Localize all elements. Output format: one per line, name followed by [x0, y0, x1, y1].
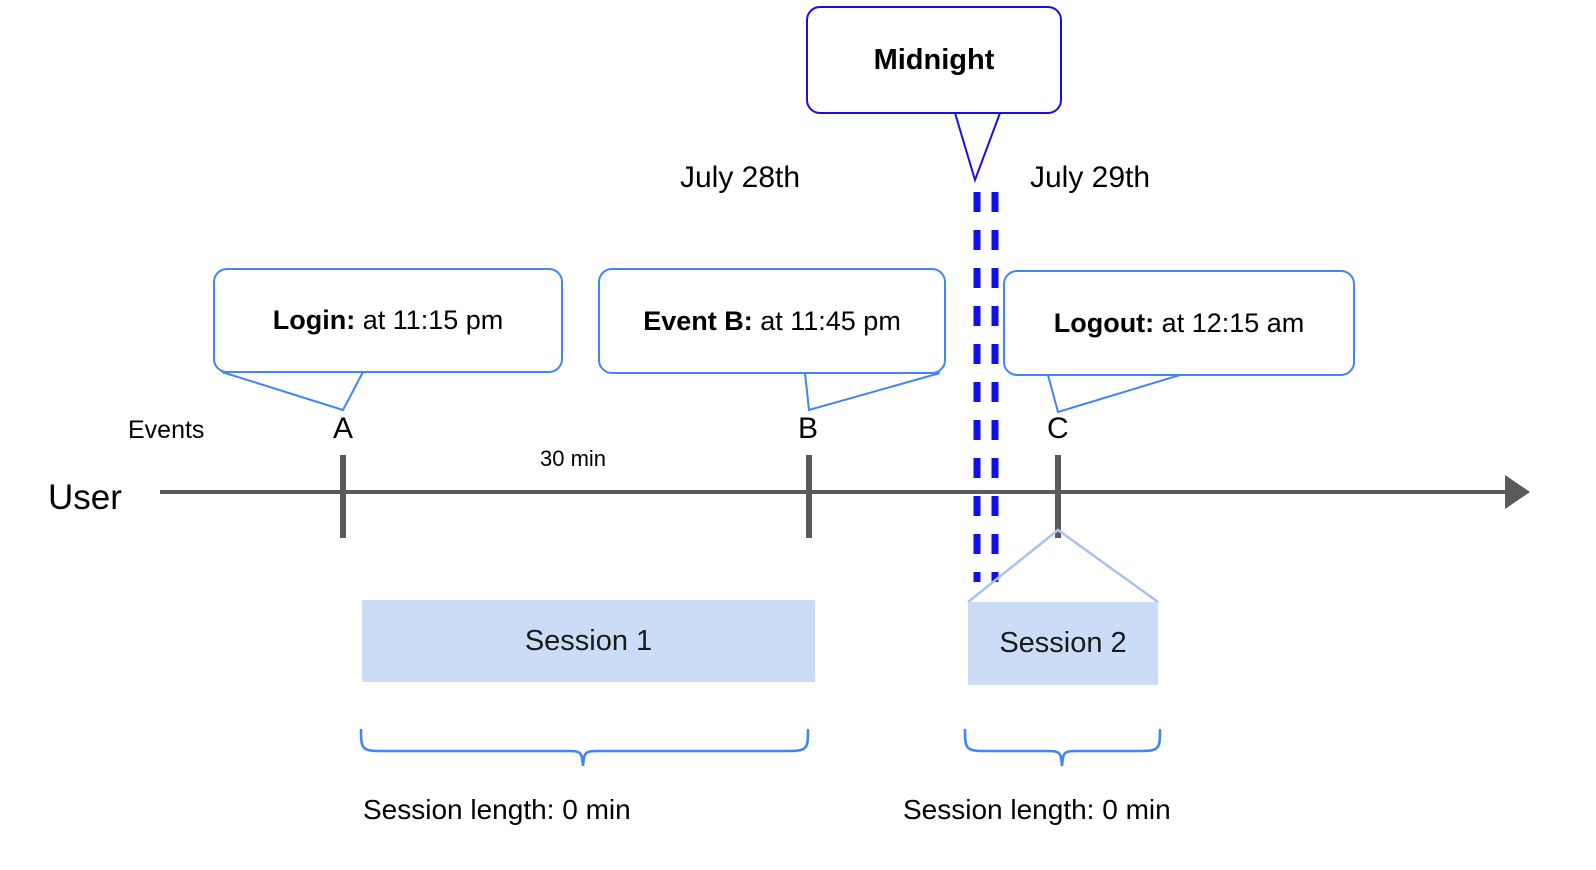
axis-row-label-user: User	[48, 478, 122, 517]
tick-label-a: A	[333, 412, 354, 445]
login-callout[interactable]: Login: at 11:15 pm	[213, 268, 563, 373]
session-2-roof	[967, 528, 1159, 604]
logout-callout-bold: Logout:	[1053, 307, 1155, 338]
session-1-label: Session 1	[524, 624, 653, 657]
midnight-callout[interactable]: Midnight	[806, 6, 1062, 114]
session-1-brace	[359, 728, 810, 767]
tick-label-c: C	[1047, 412, 1069, 445]
session-2-length-label: Session length: 0 min	[903, 794, 1171, 825]
login-callout-text: Login: at 11:15 pm	[273, 305, 504, 336]
midnight-callout-label: Midnight	[873, 43, 995, 76]
timeline-arrow-head	[1505, 475, 1530, 509]
session-2-brace	[963, 728, 1162, 767]
date-label-july-28: July 28th	[680, 161, 801, 194]
event-b-callout-tail	[804, 372, 941, 412]
event-b-callout-rest: at 11:45 pm	[752, 305, 901, 336]
axis-events-label: Events	[128, 416, 205, 444]
login-callout-tail	[221, 371, 364, 412]
logout-callout-rest: at 12:15 am	[1154, 307, 1305, 338]
event-b-callout[interactable]: Event B: at 11:45 pm	[598, 268, 946, 374]
logout-callout-tail	[1047, 374, 1181, 414]
tick-label-b: B	[798, 412, 819, 445]
interval-label-30-min: 30 min	[540, 446, 607, 471]
midnight-callout-tail	[954, 112, 1001, 184]
session-2-label: Session 2	[999, 627, 1127, 659]
session-1-length-label: Session length: 0 min	[363, 794, 631, 825]
event-b-callout-text: Event B: at 11:45 pm	[643, 306, 901, 337]
session-2-box[interactable]: Session 2	[968, 602, 1158, 685]
session-1-box[interactable]: Session 1	[362, 600, 815, 682]
event-b-callout-bold: Event B:	[643, 305, 753, 336]
date-label-july-29: July 29th	[1030, 161, 1151, 194]
login-callout-bold: Login:	[272, 305, 356, 335]
login-callout-rest: at 11:15 pm	[355, 305, 504, 335]
logout-callout-text: Logout: at 12:15 am	[1054, 308, 1305, 339]
logout-callout[interactable]: Logout: at 12:15 am	[1003, 270, 1355, 376]
